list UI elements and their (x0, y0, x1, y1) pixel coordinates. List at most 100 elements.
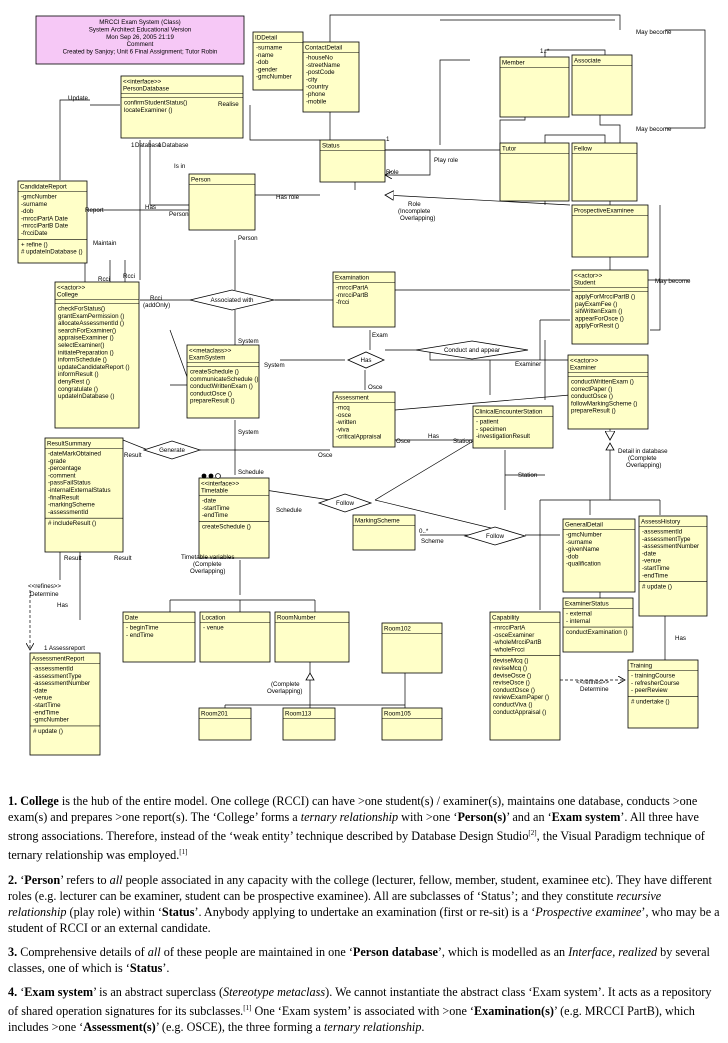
class-attribute: -endTime (33, 709, 59, 716)
label-maintain: Maintain (93, 240, 117, 247)
class-operation: followMarkingScheme () (571, 400, 637, 407)
class-operation: informSchedule () (58, 357, 107, 364)
label-exam: Exam (372, 332, 388, 339)
class-assessment[interactable]: Assessment-mcq-osce-written-viva-critica… (332, 391, 396, 448)
class-fellow[interactable]: Fellow (571, 142, 638, 202)
class-attribute: -viva (336, 426, 350, 433)
label-result3: Result (114, 555, 132, 562)
class-room201[interactable]: Room201 (198, 707, 252, 741)
label-osce3: Osce (318, 452, 333, 459)
label-refines4: Determine (580, 686, 609, 693)
class-attribute: -dob (566, 553, 579, 560)
class-clinicalencounterstation[interactable]: ClinicalEncounterStation- patient- speci… (472, 405, 554, 449)
header-line: Created by Sanjoy; Unit 6 Final Assignme… (63, 49, 218, 56)
class-attribute: - refresherCourse (631, 680, 680, 687)
class-title: AssessmentReport (32, 656, 85, 663)
class-attribute: - specimen (476, 426, 507, 433)
class-operation: conductOsce () (190, 390, 232, 397)
header-line: MRCCI Exam System (Class) (99, 19, 180, 26)
class-iddetail[interactable]: IDDetail-surname-name-dob-gender-gmcNumb… (252, 31, 304, 91)
class-attribute: - venue (203, 625, 224, 632)
class-title: ContactDetail (305, 45, 342, 52)
class-room113[interactable]: Room113 (282, 707, 336, 741)
diamond-generate: Generate (142, 440, 202, 460)
class-prospectiveexaminee[interactable]: ProspectiveExaminee (571, 204, 649, 258)
label-update: Update (68, 95, 89, 102)
header-line: System Architect Educational Version (89, 26, 192, 33)
class-person[interactable]: Person (188, 173, 256, 231)
note-4: 4. ‘Exam system’ is an abstract supercla… (8, 985, 712, 1035)
class-capability[interactable]: Capability-mrcciPartA-osceExaminer-whole… (489, 611, 561, 741)
class-attribute: -venue (33, 695, 52, 702)
class-title: College (57, 292, 79, 299)
class-contactdetail[interactable]: ContactDetail-houseNo-streetName-postCod… (302, 41, 360, 113)
class-title: Location (202, 615, 226, 622)
class-attribute: -assessmentId (642, 529, 683, 536)
class-room105[interactable]: Room105 (381, 707, 443, 741)
diamond-label: Follow (486, 533, 504, 540)
class-roomnumber[interactable]: RoomNumber (274, 611, 350, 663)
class-room102[interactable]: Room102 (381, 622, 443, 674)
class-attribute: -startTime (642, 565, 670, 572)
label-rcci3b: (addOnly) (143, 302, 170, 309)
class-location[interactable]: Location - venue (199, 611, 271, 663)
class-title: <<metaclass>> (189, 348, 232, 355)
class-operation: conductOsce () (571, 393, 613, 400)
class-operation: communicateSchedule () (190, 376, 258, 383)
label-role-complete1: Role (408, 201, 421, 208)
class-attribute: -assessmentId (33, 666, 74, 673)
class-title: <<interface>> (201, 481, 240, 488)
class-attribute: -assessmentType (642, 536, 691, 543)
label-role-complete2: (Incomplete (398, 208, 431, 215)
class-attribute: -criticalAppraisal (336, 434, 381, 441)
class-title: Fellow (574, 146, 592, 153)
class-training[interactable]: Training- trainingCourse- refresherCours… (627, 659, 699, 729)
label-result2: Result (64, 555, 82, 562)
class-associate[interactable]: Associate (571, 54, 633, 116)
class-markingscheme[interactable]: MarkingScheme (352, 514, 416, 551)
class-operation: informResult () (58, 371, 99, 378)
class-assesshistory[interactable]: AssessHistory-assessmentId-assessmentTyp… (638, 515, 708, 617)
class-attribute: - peerReview (631, 687, 668, 694)
class-member[interactable]: Member (499, 56, 570, 118)
diamond-conduct-and-appear: Conduct and appear (415, 340, 529, 360)
diamond-follow2: Follow (463, 526, 527, 546)
class-attribute: -assessmentNumber (33, 680, 90, 687)
class-attribute: -assessmentId (48, 509, 89, 516)
class-date[interactable]: Date- beginTime- endTime (122, 611, 196, 663)
class-assessmentreport[interactable]: AssessmentReport -assessmentId -assessment… (29, 652, 101, 756)
label-refines2: Determine (30, 591, 59, 598)
label-assessreport: 1 Assessreport (44, 645, 85, 652)
class-status[interactable]: Status (319, 139, 386, 183)
class-attribute: -wholeMrcciPartB (493, 639, 541, 646)
diamond-label: Conduct and appear (444, 347, 500, 354)
class-operation: conductWrittenExam () (571, 379, 634, 386)
class-examinerstatus[interactable]: ExaminerStatus- external- internalconduc… (562, 597, 634, 653)
class-candidatereport[interactable]: CandidateReport-gmcNumber-surname-dob-mr… (17, 180, 88, 264)
class-attribute: -frcciDate (21, 230, 48, 237)
class-attribute: - trainingCourse (631, 673, 676, 680)
class-persondatabase[interactable]: <<interface>>PersonDatabaseconfirmStuden… (120, 75, 244, 139)
class-resultsummary[interactable]: ResultSummary-dateMarkObtained-grade-per… (44, 437, 124, 553)
class-attribute: -osceExaminer (493, 632, 534, 639)
class-operation: reviseOsce () (493, 680, 530, 687)
class-generaldetail[interactable]: GeneralDetail-gmcNumber-surname-givenNam… (562, 518, 636, 593)
class-college[interactable]: <<actor>>CollegecheckForStatus()grantExa… (54, 281, 140, 429)
class-attribute: -givenName (566, 546, 600, 553)
label-detail-db1: Detail in database (618, 448, 668, 455)
label-realise: Realise (218, 101, 239, 108)
label-person-lower: Person (238, 235, 258, 242)
class-attribute: - internal (566, 618, 590, 625)
class-examination[interactable]: Examination-mrcciPartA-mrcciPartB-frcci (332, 271, 396, 328)
class-operation: reviseMcq () (493, 665, 527, 672)
class-timetable[interactable]: <<interface>>Timetable-date-startTime-en… (198, 477, 270, 559)
class-operation: selectExaminer() (58, 342, 104, 349)
class-operation: # includeResult () (48, 520, 96, 527)
class-title: Member (502, 60, 525, 67)
class-attribute: -markingScheme (48, 502, 95, 509)
aggregation-markers (201, 473, 221, 479)
class-tutor[interactable]: Tutor (499, 142, 570, 202)
